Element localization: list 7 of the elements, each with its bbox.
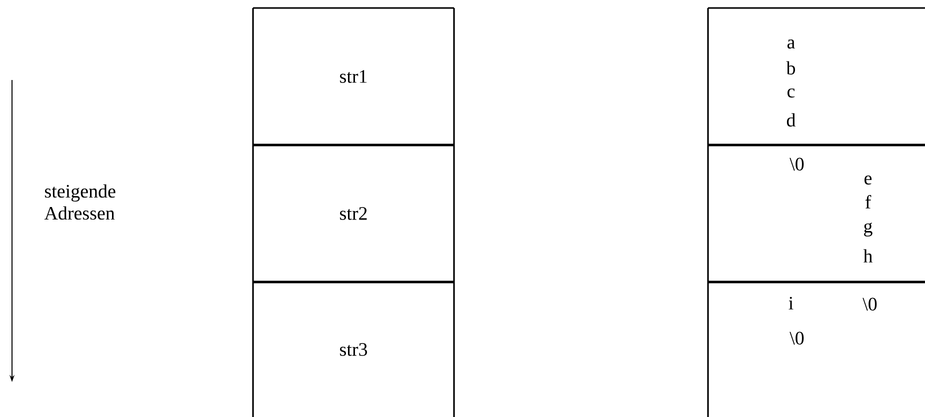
memory-cell: a b c d [707, 7, 925, 146]
memory-cell: \0 e f g h [707, 145, 925, 284]
memory-cell: str3 [252, 282, 455, 417]
memory-cell: str2 [252, 145, 455, 284]
axis-label: steigende Adressen [44, 184, 116, 220]
memory-cell: str1 [252, 7, 455, 146]
memory-cell: i \0 \0 [707, 282, 877, 417]
